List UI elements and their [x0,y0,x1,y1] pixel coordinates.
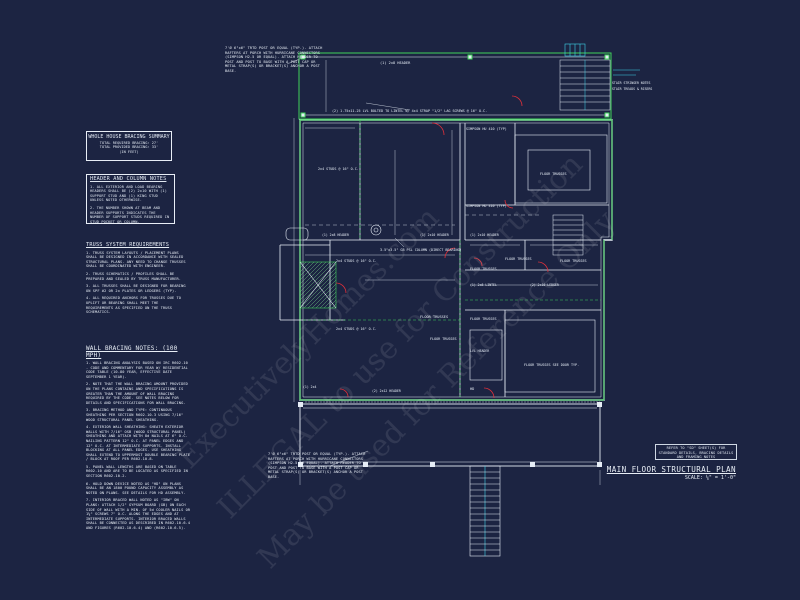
header-2x12-label: (2) 2x12 HEADER [372,389,401,393]
floor-trusses-label-1: FLOOR TRUSSES [470,317,497,321]
floor-trusses-label-6: FLOOR TRUSSES [430,337,457,341]
studs-label-2: 2x4 STUDS @ 16" O.C. [336,259,377,263]
beam-lines [303,120,601,397]
truss-system-notes: TRUSS SYSTEM REQUIREMENTS 1. TRUSS SYSTE… [86,242,186,318]
leader-lines [286,57,411,467]
upper-stair-label: STAIR TREADS & RISERS [612,87,652,91]
reference-note-box: REFER TO "SD" SHEET(S) FOR STANDARD DETA… [655,444,737,460]
watermark: ExecutivelyHomes.com ILLEGAL to use for … [171,147,623,576]
bracing-units: (IN FEET) [119,149,139,154]
header-2x10-label: (1) 2x10 HEADER [420,233,449,237]
floor-trusses-label: FLOOR TRUSSES [420,315,448,319]
cyan-stair-detail [564,43,640,76]
wall-notes-heading: WALL BRACING NOTES: (100 MPH) [86,345,178,359]
wall-note-1: 1. WALL BRACING ANALYSIS BASED ON IRC R6… [86,361,188,379]
header-2x10b-label: (1) 2x10 HEADER [470,233,499,237]
rear-ledger-label: (2) 1.75x11.25 LVL BOLTED TO LINTEL W/ 4… [332,109,487,113]
lintel-label: (1) 2x8 LINTEL [470,283,497,287]
rooms [285,134,608,393]
simpson-label-1: SIMPSON HU 410 (TYP) [466,127,507,131]
floor-trusses-label-2: FLOOR TRUSSES [505,257,532,261]
header-column-notes: HEADER AND COLUMN NOTES 1. ALL EXTERIOR … [86,174,175,224]
front-steps [469,465,501,557]
truss-note-4: 4. ALL REQUIRED ANCHORS FOR TRUSSES DUE … [86,296,182,315]
top-header-label: (1) 2x8 HEADER [380,61,411,65]
plan-scale: SCALE: ¼" = 1'-0" [684,475,736,481]
header-notes-heading: HEADER AND COLUMN NOTES [90,176,167,182]
rear-porch [298,52,612,120]
plan-title: MAIN FLOOR STRUCTURAL PLAN [606,465,736,474]
lvl-header-label: LVL HEADER [470,349,489,353]
header-note-1: 1. ALL EXTERIOR AND LOAD BEARING HEADERS… [90,184,167,203]
door-swings [335,95,549,399]
wall-note-7: 7. INTERIOR BRACED WALL NOTED AS "IBW" O… [86,498,191,530]
stair-note-label: STAIR STRINGER NOTES [612,81,650,85]
truss-span-lines [305,127,598,286]
bottom-porch-callout: 7'Ø 6"x6" TRTD POST OR EQUAL (TYP.). ATT… [268,452,366,479]
bracing-summary-title: WHOLE HOUSE BRACING SUMMARY [88,134,170,140]
floor-trusses-label-3: FLOOR TRUSSES [560,259,587,263]
wall-note-4: 4. EXTERIOR WALL SHEATHING: SHEATH EXTER… [86,425,191,462]
stud-pocket-label: (1) 2x4 [303,385,317,389]
top-porch-callout: 7'Ø 6"x6" TRTD POST OR EQUAL (TYP.). ATT… [225,46,323,73]
wall-note-2: 2. NOTE THAT THE WALL BRACING AMOUNT PRO… [86,382,188,405]
title-block: MAIN FLOOR STRUCTURAL PLAN SCALE: ¼" = 1… [593,465,736,481]
truss-notes-heading: TRUSS SYSTEM REQUIREMENTS [86,242,170,248]
wall-bracing-notes: WALL BRACING NOTES: (100 MPH) 1. WALL BR… [86,345,192,534]
header-2x8-label: (1) 2x8 HEADER [322,233,349,237]
studs-label-1: 2x4 STUDS @ 16" O.C. [318,167,359,171]
reference-note: REFER TO "SD" SHEET(S) FOR STANDARD DETA… [658,446,734,460]
truss-note-1: 1. TRUSS SYSTEM LAYOUTS / PLACEMENT PLAN… [86,250,186,269]
beam-ledger-label: (2) 2x10 LEDGER [530,283,559,287]
simpson-label-2: SIMPSON HU 410 (TYP) [466,204,507,208]
bracing-summary-box: WHOLE HOUSE BRACING SUMMARY TOTAL REQUIR… [86,131,172,161]
header-note-2: 2. THE NUMBER SHOWN AT BEAM AND HEADER S… [90,205,170,224]
front-porch [299,403,601,467]
floor-trusses-below-label: FLOOR TRUSSES SEE DOOR TYP. [524,363,579,367]
truss-note-2: 2. TRUSS SCHEMATICS / PROFILES SHALL BE … [86,271,182,281]
studs-label-3: 2x4 STUDS @ 16" O.C. [336,327,377,331]
bracing-provided: TOTAL PROVIDED BRACING: 33' [99,145,159,150]
hold-down-label: HD [470,387,474,391]
rear-stair [559,59,611,111]
porch-posts [298,402,602,467]
wall-note-5: 5. PANEL WALL LENGTHS ARE BASED ON TABLE… [86,464,188,479]
floor-trusses-label-5: FLOOR TRUSSES [470,267,497,271]
column-label: 3.5"x3.5" GB PSL COLUMN (DIRECT BEARING) [380,248,462,252]
wall-note-6: 6. HOLD DOWN DEVICE NOTED AS "HD" ON PLA… [86,481,186,495]
dashed-overhead [305,214,540,226]
dimension-lines [293,60,601,485]
truss-note-3: 3. ALL TRUSSES SHALL BE DESIGNED FOR BEA… [86,284,186,293]
bracing-required: TOTAL REQUIRED BRACING: 27' [99,140,159,145]
wall-note-3: 3. BRACING METHOD AND TYPE: CONTINUOUS S… [86,408,184,422]
floor-trusses-label-4: FLOOR TRUSSES [540,172,567,176]
wall-bracing [299,119,613,401]
